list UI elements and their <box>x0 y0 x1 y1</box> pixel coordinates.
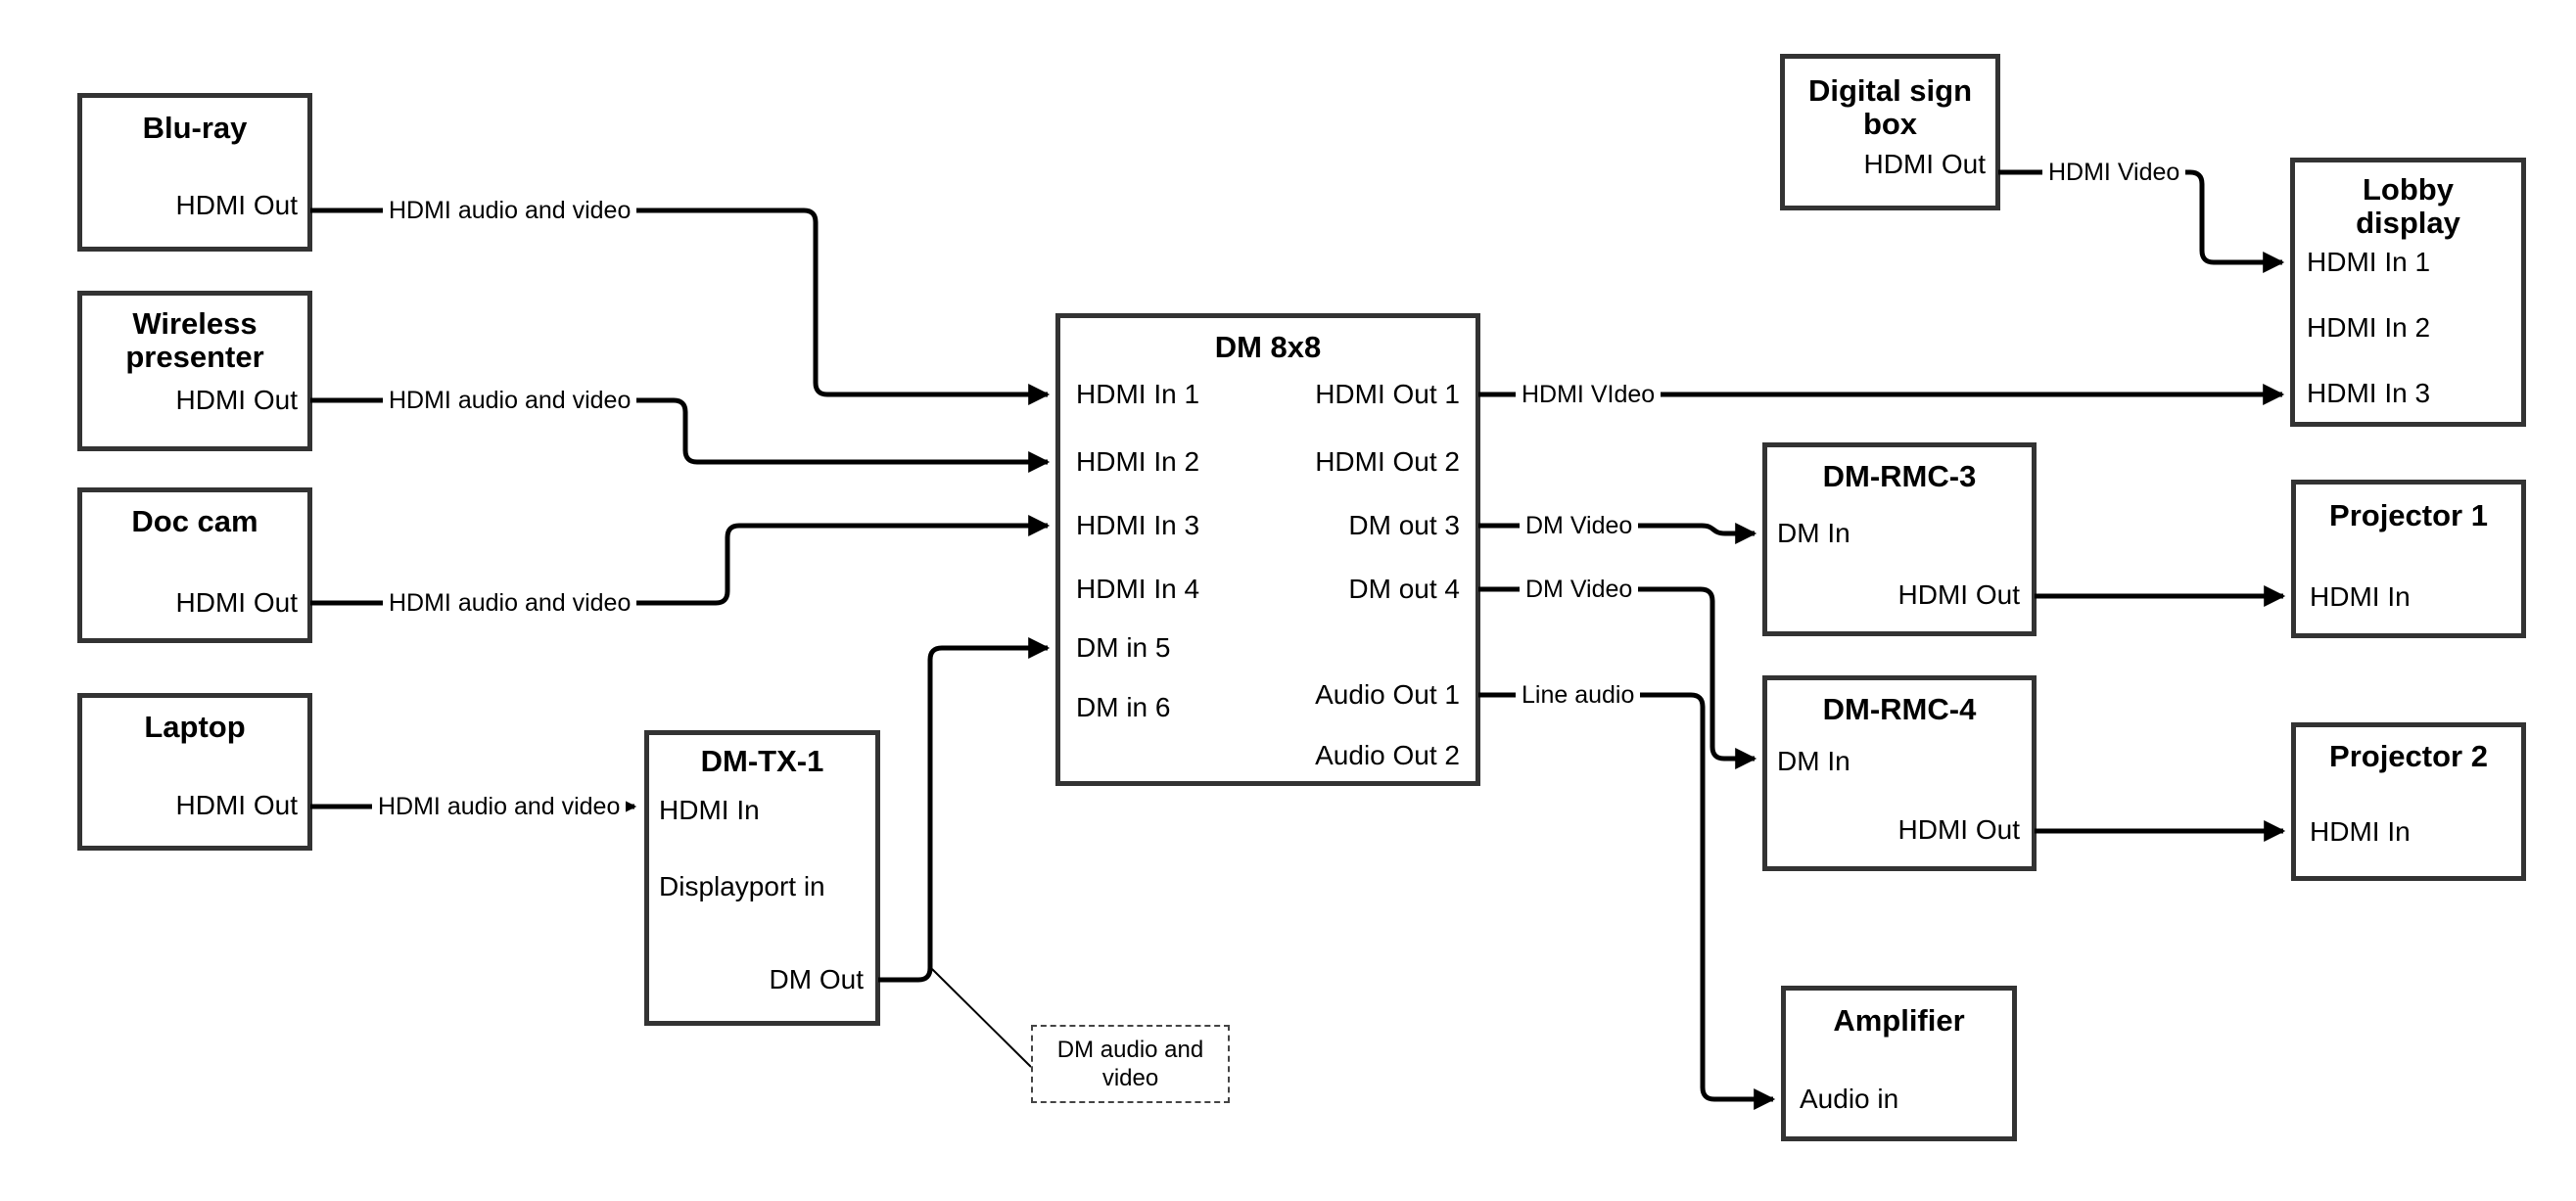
node-digital-sign-box: Digital sign box HDMI Out <box>1780 54 2000 210</box>
connection-label: HDMI audio and video <box>372 792 627 821</box>
node-wireless-presenter: Wireless presenter HDMI Out <box>77 291 312 451</box>
connection-label: Line audio <box>1516 680 1641 710</box>
node-title: Wireless presenter <box>125 306 264 374</box>
port-label: HDMI In 3 <box>1076 510 1200 540</box>
port-label: DM out 4 <box>1348 574 1460 604</box>
port-label: HDMI In 4 <box>1076 574 1200 604</box>
connection-label: HDMI audio and video <box>383 196 637 225</box>
connection-dm-tx-1-to-dm8x8-in5 <box>878 636 1051 983</box>
connection-label: HDMI Video <box>2042 158 2186 187</box>
connection-label: HDMI audio and video <box>383 386 637 415</box>
port-label: HDMI Out <box>175 587 298 618</box>
port-label: DM In <box>1777 746 1850 776</box>
annotation-note: DM audio and video <box>1031 1025 1230 1103</box>
node-projector-2: Projector 2 HDMI In <box>2291 722 2526 881</box>
connection-dm8x8-audio1-to-amplifier <box>1478 692 1776 1111</box>
node-title: DM-TX-1 <box>700 744 824 778</box>
node-dm-tx-1: DM-TX-1 HDMI In Displayport in DM Out <box>644 730 880 1026</box>
port-label: HDMI Out 1 <box>1315 379 1460 409</box>
port-label: HDMI Out <box>1897 814 2020 845</box>
port-label: HDMI In 1 <box>1076 379 1200 409</box>
port-label: DM In <box>1777 518 1850 548</box>
connection-label: DM Video <box>1520 511 1639 540</box>
node-title: Laptop <box>144 710 246 744</box>
node-title: Projector 2 <box>2329 739 2488 773</box>
connection-label: HDMI VIdeo <box>1516 380 1662 409</box>
port-label: HDMI Out <box>175 385 298 415</box>
port-label: HDMI Out <box>1863 149 1986 179</box>
port-label: DM in 6 <box>1076 692 1171 722</box>
node-dm-rmc-4: DM-RMC-4 DM In HDMI Out <box>1762 675 2037 871</box>
port-label: HDMI In <box>2310 816 2411 847</box>
node-title: Projector 1 <box>2329 498 2488 532</box>
node-laptop: Laptop HDMI Out <box>77 693 312 851</box>
node-title: DM 8x8 <box>1214 330 1322 364</box>
port-label: HDMI In 3 <box>2307 378 2431 408</box>
node-title: Blu-ray <box>142 111 248 145</box>
port-label: DM in 5 <box>1076 632 1171 663</box>
port-label: Audio in <box>1800 1084 1899 1114</box>
connection-blu-ray-to-dm8x8-in1 <box>310 208 1051 406</box>
connection-label: HDMI audio and video <box>383 588 637 618</box>
note-leader-line <box>931 968 1032 1068</box>
port-label: Audio Out 2 <box>1315 740 1460 770</box>
port-label: HDMI In <box>2310 581 2411 612</box>
port-label: HDMI Out <box>175 790 298 820</box>
node-title: Amplifier <box>1833 1003 1965 1038</box>
node-doc-cam: Doc cam HDMI Out <box>77 487 312 643</box>
node-lobby-display: Lobby display HDMI In 1 HDMI In 2 HDMI I… <box>2290 158 2526 427</box>
node-title: Lobby display <box>2356 172 2460 240</box>
node-title: DM-RMC-3 <box>1822 459 1977 493</box>
port-label: HDMI In 2 <box>1076 446 1200 477</box>
connection-label: DM Video <box>1520 575 1639 604</box>
port-label: HDMI Out 2 <box>1315 446 1460 477</box>
port-label: DM Out <box>769 964 864 994</box>
node-dm-rmc-3: DM-RMC-3 DM In HDMI Out <box>1762 442 2037 636</box>
port-label: HDMI In 2 <box>2307 312 2431 343</box>
node-dm-8x8: DM 8x8 HDMI In 1 HDMI In 2 HDMI In 3 HDM… <box>1055 313 1480 786</box>
node-title: DM-RMC-4 <box>1822 692 1977 726</box>
port-label: HDMI In 1 <box>2307 247 2431 277</box>
node-title: Digital sign box <box>1807 73 1973 141</box>
node-amplifier: Amplifier Audio in <box>1781 986 2017 1141</box>
port-label: HDMI In <box>659 795 760 825</box>
port-label: DM out 3 <box>1348 510 1460 540</box>
node-blu-ray: Blu-ray HDMI Out <box>77 93 312 252</box>
node-title: Doc cam <box>131 504 258 538</box>
connection-dm8x8-out4-to-dm-rmc-4 <box>1478 586 1757 770</box>
port-label: Audio Out 1 <box>1315 679 1460 710</box>
port-label: HDMI Out <box>175 190 298 220</box>
port-label: Displayport in <box>659 871 825 901</box>
node-projector-1: Projector 1 HDMI In <box>2291 480 2526 638</box>
port-label: HDMI Out <box>1897 579 2020 610</box>
annotation-note-text: DM audio and video <box>1056 1037 1204 1091</box>
